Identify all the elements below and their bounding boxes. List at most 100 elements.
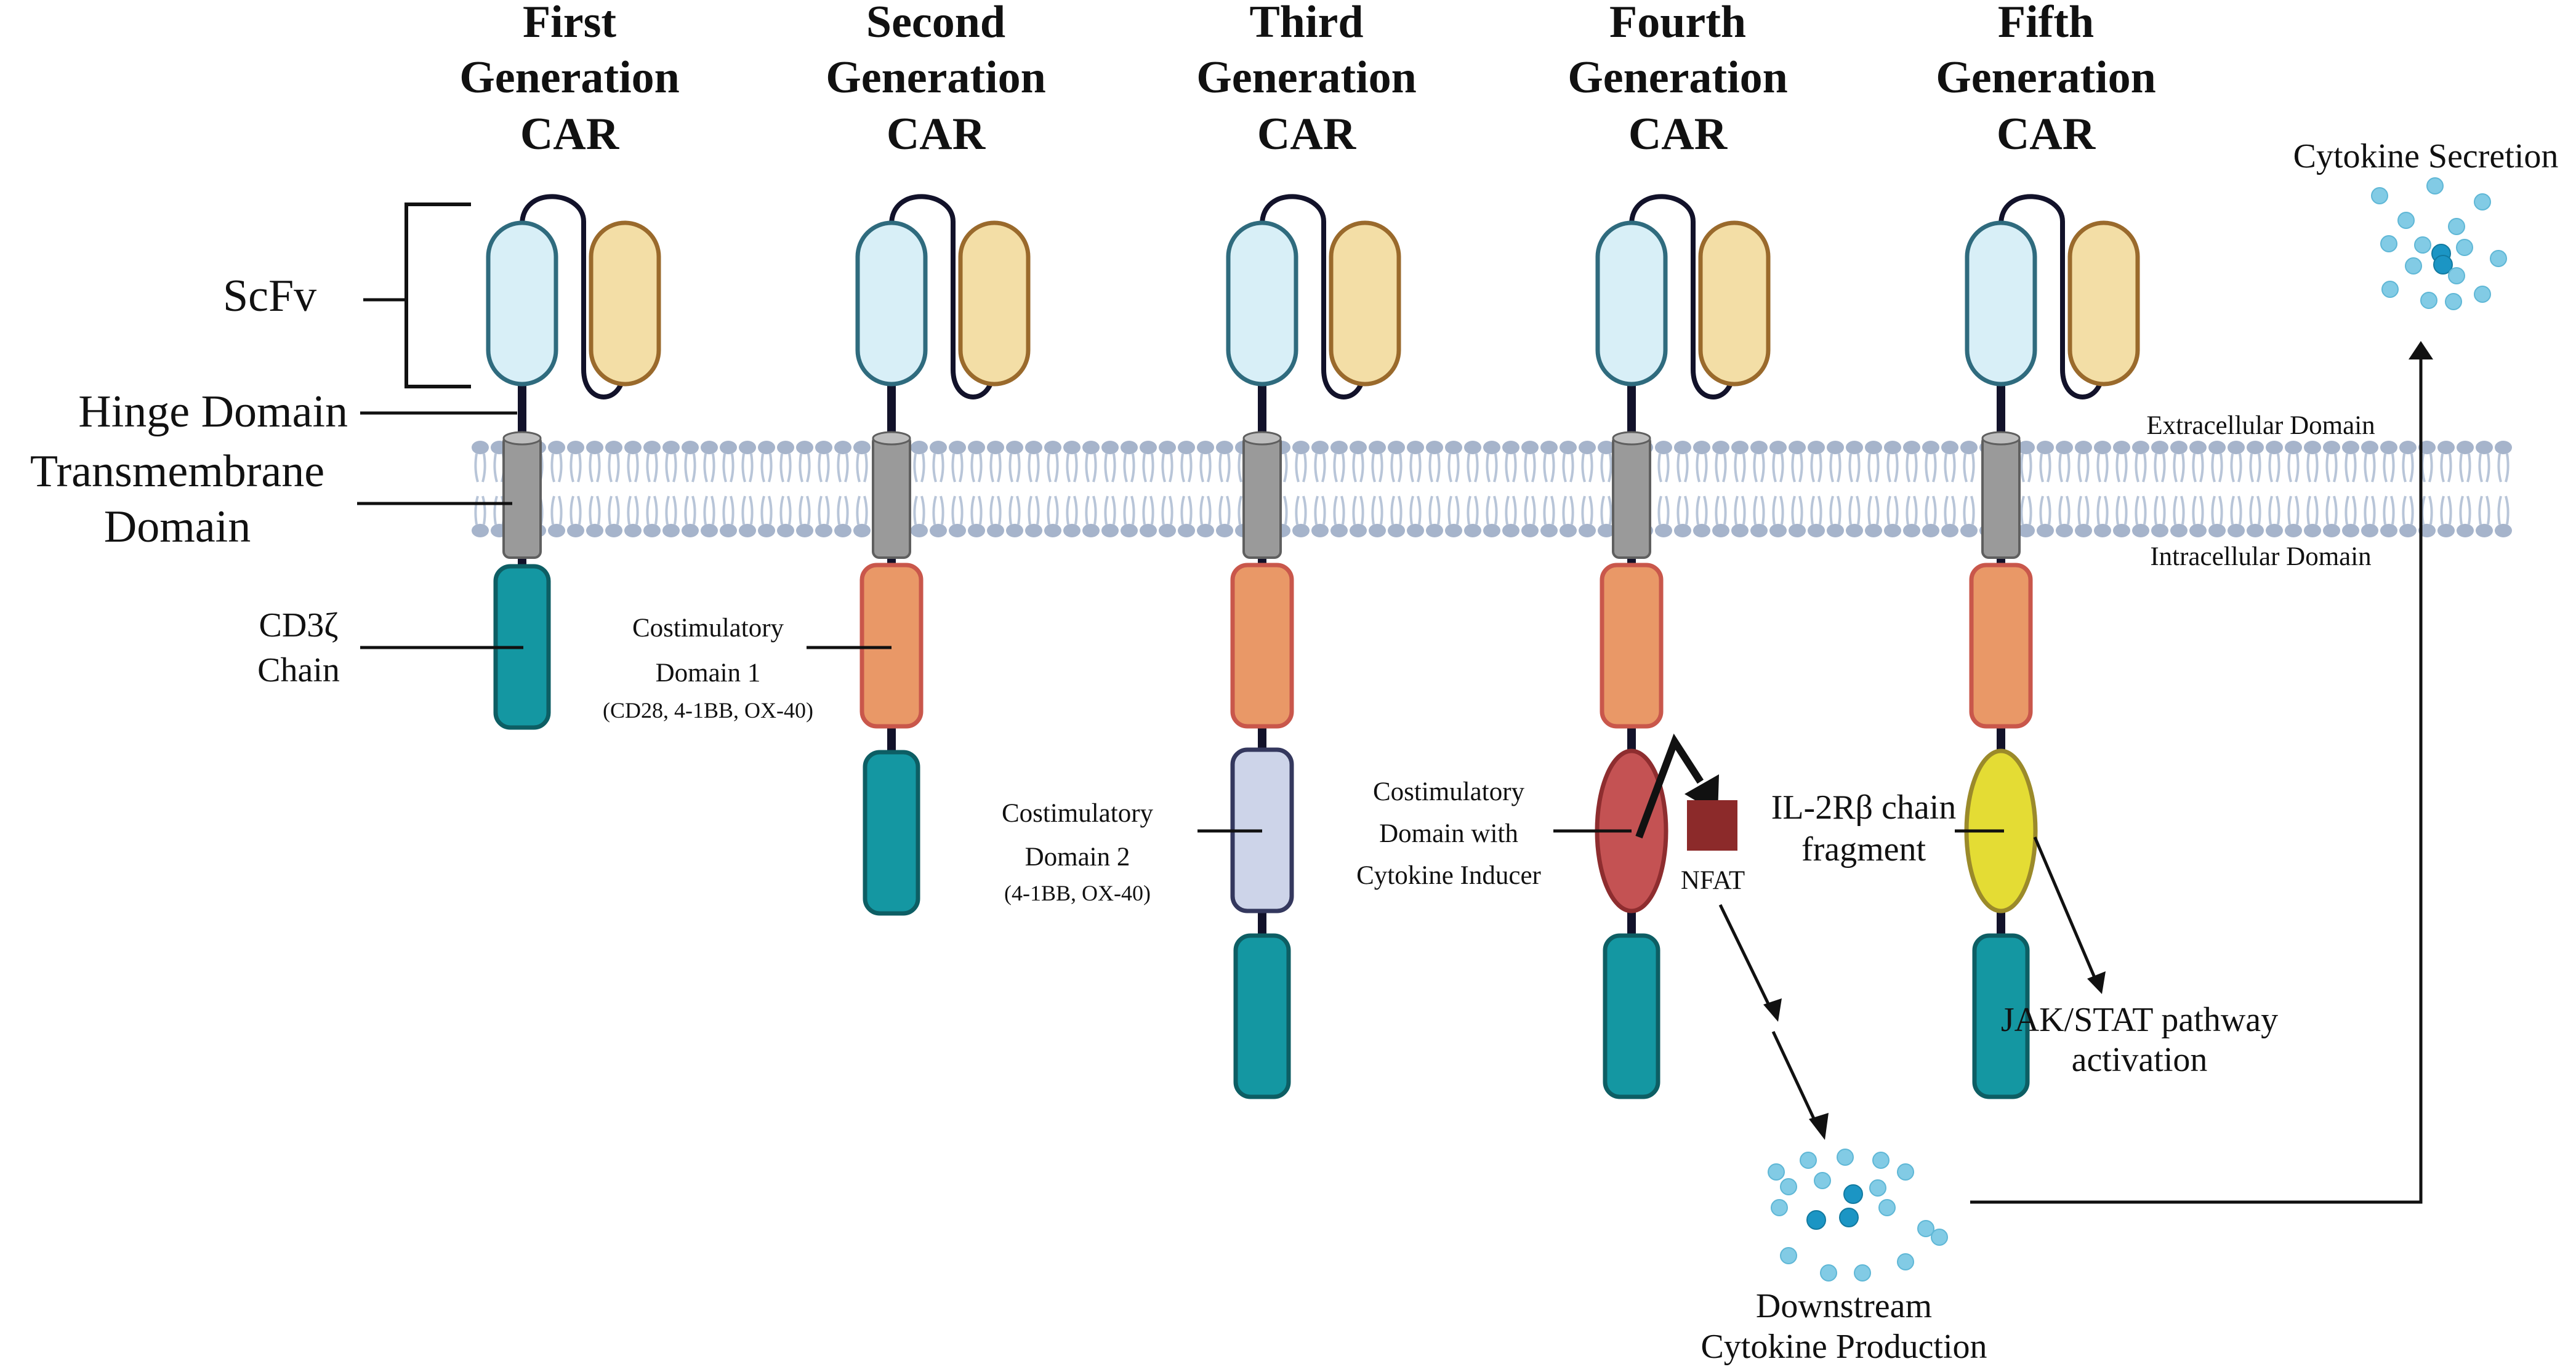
lipid-tail-outer <box>2192 453 2204 483</box>
lipid-head-outer <box>1483 441 1500 454</box>
lipid-head-inner <box>2075 524 2092 537</box>
lipid-head-inner <box>1197 524 1214 537</box>
lipid-tail-outer <box>1352 453 1364 483</box>
lipid-tail-inner <box>1295 495 1307 525</box>
lipid-tail-inner <box>1218 495 1231 525</box>
lipid-tail-inner <box>1447 495 1460 525</box>
lipid-head-outer <box>548 441 565 454</box>
lipid-tail-outer <box>1867 453 1880 483</box>
lipid-tail-outer <box>1314 453 1326 483</box>
lipid-head-inner <box>2418 524 2436 537</box>
lipid-head-inner <box>815 524 832 537</box>
lipid-tail-outer <box>570 453 582 483</box>
lipid-head-outer <box>1579 441 1596 454</box>
lipid-tail-inner <box>2115 495 2128 525</box>
lipid-tail-inner <box>913 495 925 525</box>
lipid-head-inner <box>1006 524 1023 537</box>
lipid-tail-inner <box>722 495 735 525</box>
lipid-head-outer <box>2151 441 2168 454</box>
lipid-tail-outer <box>1104 453 1116 483</box>
lipid-head-inner <box>2247 524 2264 537</box>
lipid-tail-outer <box>2154 453 2166 483</box>
cytokine-dot <box>1897 1163 1914 1181</box>
gen5-title-line2: Generation <box>1936 52 2156 103</box>
lipid-head-outer <box>1025 441 1042 454</box>
lipid-tail-inner <box>2440 495 2452 525</box>
lipid-tail-outer <box>550 453 563 483</box>
lipid-head-outer <box>2228 441 2245 454</box>
lipid-tail-outer <box>1161 453 1173 483</box>
lipid-head-outer <box>2037 441 2054 454</box>
lipid-tail-outer <box>2325 453 2338 483</box>
lipid-head-inner <box>1426 524 1443 537</box>
lipid-head-outer <box>1693 441 1710 454</box>
lipid-tail-inner <box>2096 495 2109 525</box>
lipid-head-inner <box>1502 524 1519 537</box>
car-gen-4 <box>1595 194 1771 1099</box>
lipid-tail-outer <box>2364 453 2376 483</box>
lipid-head-inner <box>853 524 871 537</box>
scfv-bracket <box>405 203 471 388</box>
nfat-arrow-seg1 <box>1718 904 1774 1013</box>
lipid-head-inner <box>987 524 1004 537</box>
lipid-tail-inner <box>1829 495 1841 525</box>
lipid-head-inner <box>2380 524 2397 537</box>
cytokine-dot <box>1820 1264 1837 1282</box>
lipid-tail-inner <box>703 495 715 525</box>
costim1-labels: Costimulatory Domain 1 (CD28, 4-1BB, OX-… <box>603 614 892 723</box>
lipid-head-outer <box>1178 441 1195 454</box>
lipid-head-outer <box>1903 441 1920 454</box>
lipid-head-inner <box>1941 524 1958 537</box>
lipid-head-outer <box>777 441 794 454</box>
cytokine-inducer-label-line2: Domain with <box>1379 819 1518 848</box>
cytokine-dot <box>2414 236 2431 254</box>
lipid-tail-outer <box>1333 453 1345 483</box>
cytokine-dot <box>1780 1247 1797 1264</box>
gen5-title-line3: CAR <box>1997 109 2096 159</box>
lipid-tail-inner <box>1505 495 1517 525</box>
lipid-tail-outer <box>1829 453 1841 483</box>
lipid-head-inner <box>586 524 603 537</box>
lipid-head-inner <box>1311 524 1329 537</box>
lipid-tail-inner <box>1944 495 1956 525</box>
lipid-head-outer <box>567 441 584 454</box>
costim2-label-line2: Domain 2 <box>1025 843 1130 872</box>
lipid-head-inner <box>2018 524 2035 537</box>
lipid-head-outer <box>1044 441 1061 454</box>
cd3z-chain <box>1603 933 1660 1099</box>
lipid-tail-inner <box>1066 495 1078 525</box>
lipid-head-inner <box>624 524 642 537</box>
secreted-cytokine-cluster <box>2371 177 2507 310</box>
lipid-head-outer <box>2113 441 2130 454</box>
lipid-tail-inner <box>2497 495 2510 525</box>
lipid-head-inner <box>2285 524 2302 537</box>
lipid-head-outer <box>1082 441 1100 454</box>
lipid-tail-outer <box>1925 453 1937 483</box>
lipid-tail-inner <box>665 495 677 525</box>
lipid-tail-inner <box>1734 495 1746 525</box>
lipid-tail-outer <box>760 453 773 483</box>
lipid-head-outer <box>1464 441 1481 454</box>
lipid-head-inner <box>2399 524 2417 537</box>
lipid-tail-outer <box>608 453 620 483</box>
lipid-head-inner <box>1445 524 1462 537</box>
lipid-head-inner <box>1846 524 1863 537</box>
lipid-tail-inner <box>1314 495 1326 525</box>
lipid-tail-inner <box>2173 495 2185 525</box>
lipid-tail-inner <box>2325 495 2338 525</box>
lipid-head-outer <box>1292 441 1310 454</box>
lipid-tail-inner <box>1581 495 1593 525</box>
lipid-tail-inner <box>2364 495 2376 525</box>
lipid-head-outer <box>1750 441 1768 454</box>
lipid-head-inner <box>1693 524 1710 537</box>
lipid-head-outer <box>2342 441 2359 454</box>
costim2-label-line3: (4-1BB, OX-40) <box>1004 881 1151 905</box>
lipid-head-outer <box>2457 441 2474 454</box>
lipid-head-inner <box>643 524 661 537</box>
lipid-head-outer <box>2208 441 2226 454</box>
costimulatory-domain-1 <box>1230 563 1294 729</box>
lipid-head-inner <box>1827 524 1844 537</box>
lipid-tail-outer <box>1123 453 1135 483</box>
lipid-tail-inner <box>2421 495 2433 525</box>
